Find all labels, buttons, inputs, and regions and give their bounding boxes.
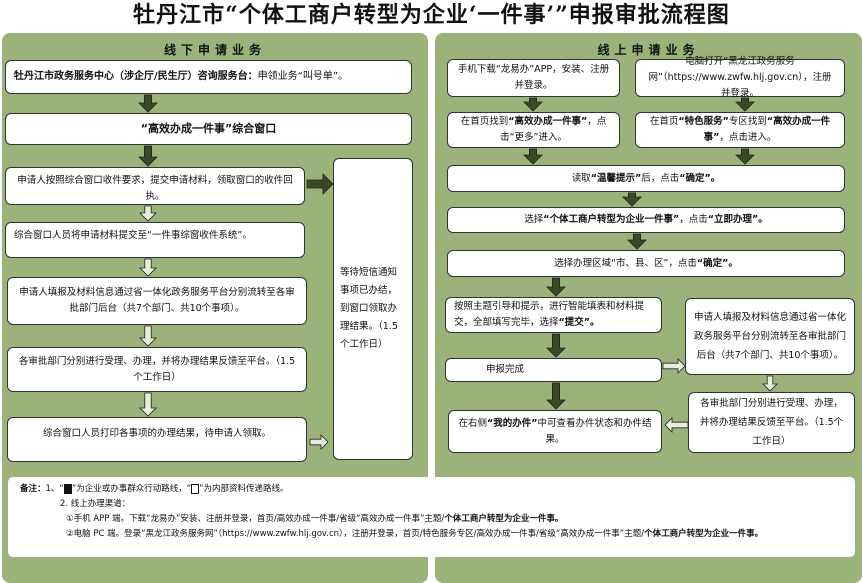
action-arrow-down-icon xyxy=(735,97,755,112)
note-line-4: ②电脑 PC 端。登录“黑龙江政务服务网”（https://www.zwfw.h… xyxy=(66,529,764,539)
action-arrow-down-icon xyxy=(523,97,543,112)
internal-arrow-down-icon xyxy=(139,325,157,347)
online-pc-find: 在首页“特色服务”专区找到“高效办成一件事”，点击进入。 xyxy=(635,112,845,148)
action-arrow-down-icon xyxy=(138,145,158,167)
offline-step-system: 综合窗口人员将申请材料提交至“一件事综窗收件系统”。 xyxy=(5,222,305,258)
offline-step-transfer: 申请人填报及材料信息通过省一体化政务服务平台分别流转至各审批部门后台（共7个部门… xyxy=(7,277,307,325)
action-arrow-down-icon xyxy=(523,148,543,165)
offline-step-window: “高效办成一件事”综合窗口 xyxy=(5,113,412,145)
online-header: 线上申请业务 xyxy=(597,43,700,57)
internal-arrow-down-icon xyxy=(139,392,157,417)
note-line-2: 2. 线上办理渠道： xyxy=(60,499,131,509)
online-step-tips: 读取“温馨提示”后，点击“确定”。 xyxy=(447,165,845,192)
internal-arrow-left-icon xyxy=(664,417,689,433)
internal-arrow-down-icon xyxy=(762,375,778,392)
action-arrow-down-icon xyxy=(622,192,642,207)
action-arrow-down-icon xyxy=(735,148,755,165)
online-step-select: 选择“个体工商户转型为企业一件事”，点击“立即办理”。 xyxy=(447,207,845,233)
internal-arrow-down-icon xyxy=(139,258,157,277)
online-pc-open: 电脑打开“黑龙江政务服务网”（https://www.zwfw.hlj.gov.… xyxy=(635,56,845,99)
action-arrow-down-icon xyxy=(546,382,566,410)
action-arrow-right-icon xyxy=(306,173,334,195)
action-arrow-down-icon xyxy=(138,94,158,113)
hollow-arrow-icon xyxy=(191,483,200,494)
offline-step-process: 各审批部门分别进行受理、办理，并将办理结果反馈至平台。（1.5个工作日） xyxy=(7,347,307,392)
online-app-download: 手机下载“龙易办”APP，安装、注册并登录。 xyxy=(447,59,620,97)
online-step-check: 在右侧“我的办件”中可查看办件状态和办件结果。 xyxy=(448,410,662,453)
action-arrow-down-icon xyxy=(546,277,566,297)
note-box: 备注：1、“”为企业或办事群众行动路线，“”为内部资料传递路线。 2. 线上办理… xyxy=(8,477,855,557)
online-step-complete: 申报完成 xyxy=(445,358,662,382)
action-arrow-down-icon xyxy=(546,333,566,358)
offline-step-submit: 申请人按照综合窗口收件要求，提交申请材料，领取窗口的收件回执。 xyxy=(5,167,305,205)
internal-arrow-down-icon xyxy=(139,205,157,222)
action-arrow-down-icon xyxy=(627,233,647,250)
offline-step-print: 综合窗口人员打印各事项的办理结果，待申请人领取。 xyxy=(7,417,307,462)
offline-header: 线下申请业务 xyxy=(163,43,266,57)
note-line-3: ①手机 APP 端。下载“龙易办”安装、注册并登录，首页/高效办成一件事/省级“… xyxy=(66,514,564,524)
internal-arrow-right-icon xyxy=(309,434,329,450)
online-step-region: 选择办理区域“市、县、区”，点击“确定”。 xyxy=(447,250,845,277)
page-title: 牡丹江市“个体工商户转型为企业‘一件事’”申报审批流程图 xyxy=(133,2,730,28)
offline-side-wait: 等待短信通知事项已办结，到窗口领取办理结果。（1.5个工作日） xyxy=(333,158,413,460)
offline-step-consult: 牡丹江市政务服务中心（涉企厅/民生厅）咨询服务台：申领业务“叫号单”。 xyxy=(5,60,412,94)
dark-arrow-icon xyxy=(63,483,72,494)
internal-arrow-right-icon xyxy=(662,358,686,374)
online-step-transfer: 申请人填报及材料信息通过省一体化政务服务平台分别流转至各审批部门后台（共7个部门… xyxy=(685,298,855,375)
online-step-fill: 按照主题引导和提示，进行智能填表和材料提交，全部填写完毕，选择“提交”。 xyxy=(445,297,662,333)
online-step-process: 各审批部门分别进行受理、办理，并将办理结果反馈至平台。（1.5个工作日） xyxy=(688,392,855,453)
online-app-find: 在首页找到“高效办成一件事”，点击“更多”进入。 xyxy=(447,112,620,148)
note-label: 备注： xyxy=(20,484,46,494)
